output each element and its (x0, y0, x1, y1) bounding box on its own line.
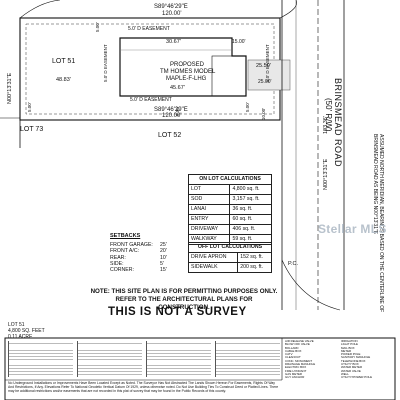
corner-curve-right (279, 0, 297, 19)
road-name: BRINSMEAD ROAD (333, 78, 343, 168)
list-item: REAR:10' (110, 254, 167, 261)
dim-25: 25.00' (258, 79, 272, 85)
off-lot-header: OFF LOT CALCULATIONS (188, 242, 272, 253)
symbol-legend: AIR RELEASE VALVE BLOW OFF VALVE BOLLARD… (285, 340, 393, 380)
lot-info: LOT 51 4,800 SQ. FEET 0.11 ACRE (8, 322, 45, 340)
road-row: (50' R/W) (324, 98, 333, 132)
dim-5c: 5.00' (175, 106, 180, 116)
dim-5d: 5.00' (95, 22, 100, 32)
list-item: GAS METER (285, 371, 303, 376)
dim-5b: 5.00' (245, 102, 250, 112)
lot51-label: LOT 51 (52, 58, 76, 65)
house-setback: 15.00' (232, 39, 246, 45)
list-item: WELL (341, 371, 349, 376)
dim-10: 10.00' (261, 107, 266, 120)
list-item: TELEPHONE BOX (341, 358, 366, 363)
list-item: BOLLARD (285, 345, 299, 350)
easement-bottom: 5.0' D EASEMENT (130, 97, 172, 103)
list-item: UTILITY/POWER POLE (341, 375, 372, 380)
on-lot-header: ON LOT CALCULATIONS (188, 174, 272, 185)
list-item: CABLE BOX (285, 348, 302, 353)
list-item: CLEANOUT (285, 355, 301, 360)
list-item: CONC. MONUMENT (285, 358, 313, 363)
list-item: CATV (285, 352, 293, 357)
bearing-right: N00°13'31"E (323, 158, 329, 190)
garage-width: 25.50' (256, 63, 271, 69)
list-item: UTILITY BOX (341, 362, 359, 367)
list-item: AIR RELEASE VALVE (285, 340, 314, 343)
lot-info-area: 4,800 SQ. FEET (8, 328, 45, 334)
not-a-survey: THIS IS NOT A SURVEY (108, 306, 247, 318)
list-item: FRONT GARAGE:25' (110, 242, 167, 248)
house-model-name: MAPLE-F-LHG (166, 76, 207, 82)
list-item: DRAINAGE MANHOLE (285, 362, 316, 367)
easement-left: 5.0' D EASEMENT (103, 44, 108, 82)
legend-frame (4, 337, 396, 400)
dim-5a: 5.00' (27, 102, 32, 112)
list-item: FRONT A/C:20' (110, 248, 167, 255)
list-item: MAIL BOX (341, 345, 355, 350)
list-item: FIRE HYDRANT (285, 368, 307, 373)
list-item: WATER VALVE (341, 368, 361, 373)
bearing-bottom: S89°46'29"E (154, 107, 188, 113)
abbreviation-legend (8, 341, 280, 378)
setbacks-list: FRONT GARAGE:25' FRONT A/C:20' REAR:10' … (110, 242, 167, 273)
pc-curve (281, 259, 341, 311)
permit-note: NOTE: THIS SITE PLAN IS FOR PERMITTING P… (90, 288, 278, 311)
list-item: SIDE:5' (110, 260, 164, 267)
lot73-label: LOT 73 (20, 126, 44, 133)
list-item: LIGHT POLE (341, 342, 358, 347)
setbacks-title: SETBACKS (110, 233, 141, 239)
driveway (247, 59, 291, 91)
garage-outline (211, 55, 247, 97)
pc-label: P.C. (288, 261, 298, 267)
house-model: TM HOMES MODEL (160, 69, 216, 75)
easement-right: 5.0' D EASEMENT (265, 44, 270, 82)
lot52-label: LOT 52 (158, 132, 182, 139)
list-item: POWER POLE (341, 352, 361, 357)
bearing-top: S89°46'29"E (154, 4, 188, 10)
list-item: GUY ANCHOR (285, 375, 305, 380)
bearing-bottom-dist: 120.00' (162, 113, 182, 119)
easement-top: 5.0' D EASEMENT (128, 26, 170, 32)
house-width-top: 30.67' (166, 39, 181, 45)
bearing-left: N00°13'31"E (7, 72, 13, 104)
list-item: CORNER:15' (110, 267, 167, 274)
list-item: ELECTRIC BOX (285, 365, 307, 370)
list-item: IRRIGATION (341, 340, 358, 343)
corner-curve (19, 0, 61, 19)
list-item: METER (341, 348, 352, 353)
list-item: BLOW OFF VALVE (285, 342, 310, 347)
bearing-top-dist: 120.00' (162, 11, 182, 17)
house-width-bottom: 45.67' (170, 85, 185, 91)
list-item: SANITARY MANHOLE (341, 355, 371, 360)
list-item: WATER METER (341, 365, 363, 370)
lot-info-acre: 0.11 ACRE (8, 334, 33, 340)
mls-watermark: Stellar MLS (318, 222, 387, 236)
dim-48: 48.83' (56, 77, 71, 83)
house-proposed: PROPOSED (170, 62, 205, 68)
disclaimer: No Underground Installations or Improvem… (8, 381, 279, 394)
lot-info-lot: LOT 51 (8, 322, 25, 328)
